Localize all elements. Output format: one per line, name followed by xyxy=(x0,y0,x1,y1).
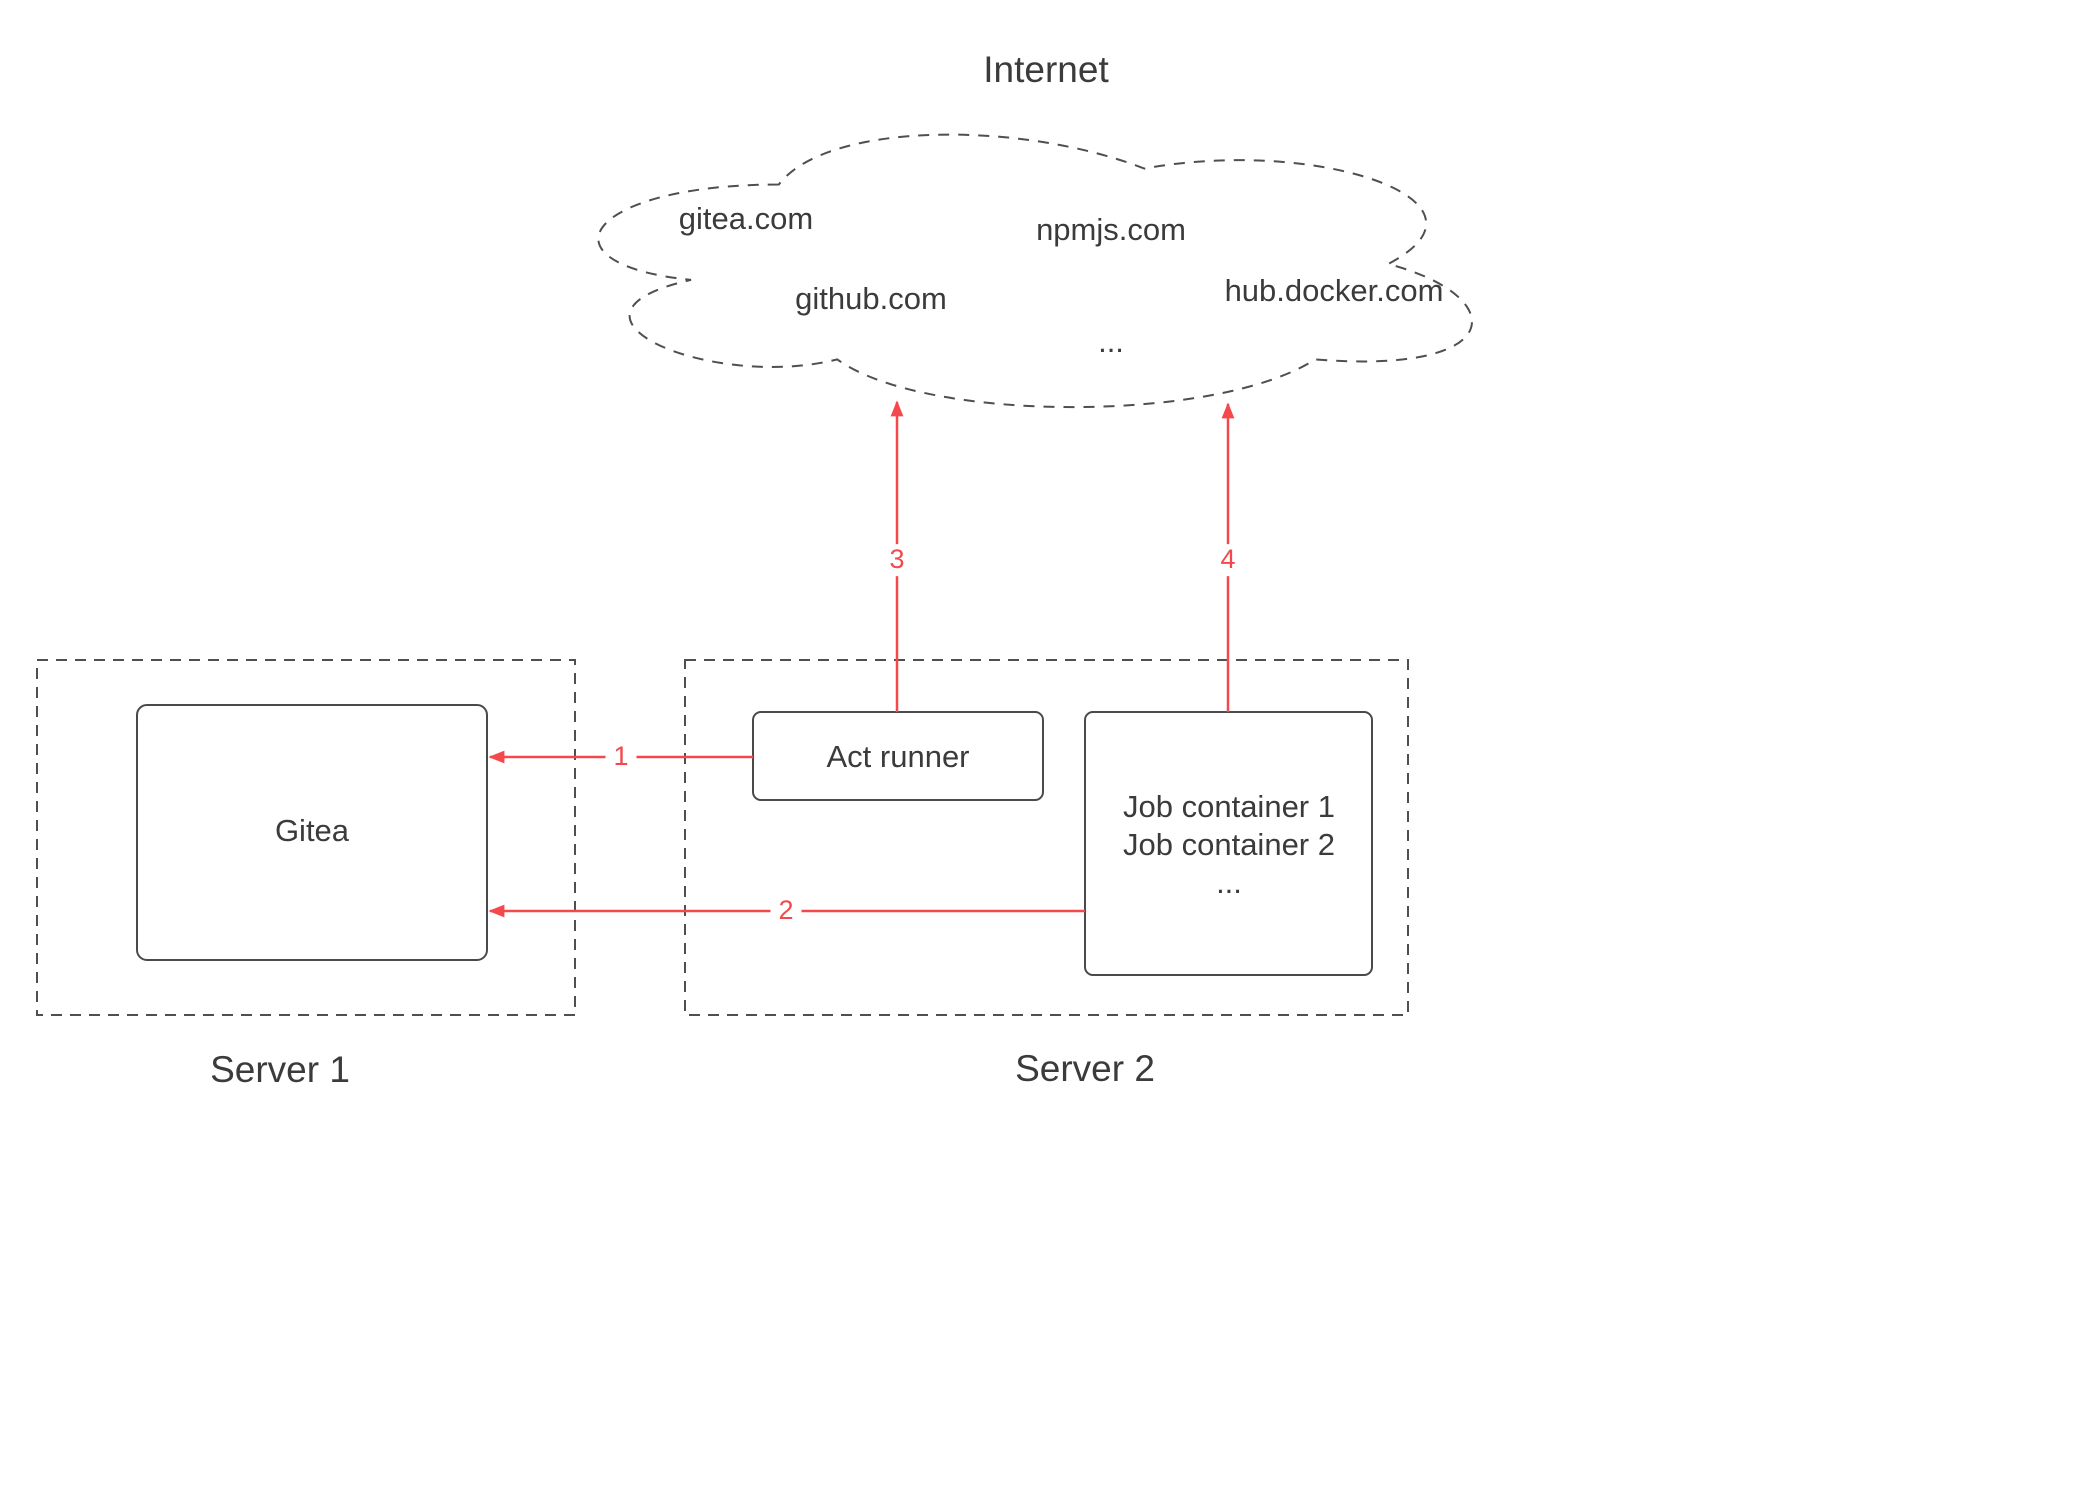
act-runner-label: Act runner xyxy=(826,739,970,774)
site-gitea-com: gitea.com xyxy=(678,201,814,236)
arrow-3-label: 3 xyxy=(881,544,913,576)
arrow-1-label: 1 xyxy=(605,741,637,773)
job-container-line-1: Job container 1 xyxy=(1123,789,1335,824)
job-container-label: Job container 1 Job container 2 ... xyxy=(1123,788,1335,902)
site-npmjs-com: npmjs.com xyxy=(1036,212,1186,247)
server1-boundary xyxy=(36,659,576,1016)
arrow-2-label: 2 xyxy=(770,895,802,927)
site-github-com: github.com xyxy=(795,281,947,316)
server1-label: Server 1 xyxy=(210,1049,350,1090)
arrow-4-label: 4 xyxy=(1212,544,1244,576)
server2-label: Server 2 xyxy=(1015,1048,1155,1089)
gitea-label: Gitea xyxy=(274,813,350,848)
site-ellipsis: ... xyxy=(1098,324,1124,359)
server2-boundary xyxy=(684,659,1409,1016)
job-container-line-3: ... xyxy=(1216,865,1242,900)
gitea-box xyxy=(136,704,488,961)
site-hub-docker-com: hub.docker.com xyxy=(1224,273,1444,308)
internet-cloud-shape xyxy=(597,133,1473,409)
job-container-line-2: Job container 2 xyxy=(1123,827,1335,862)
internet-title: Internet xyxy=(983,49,1109,90)
